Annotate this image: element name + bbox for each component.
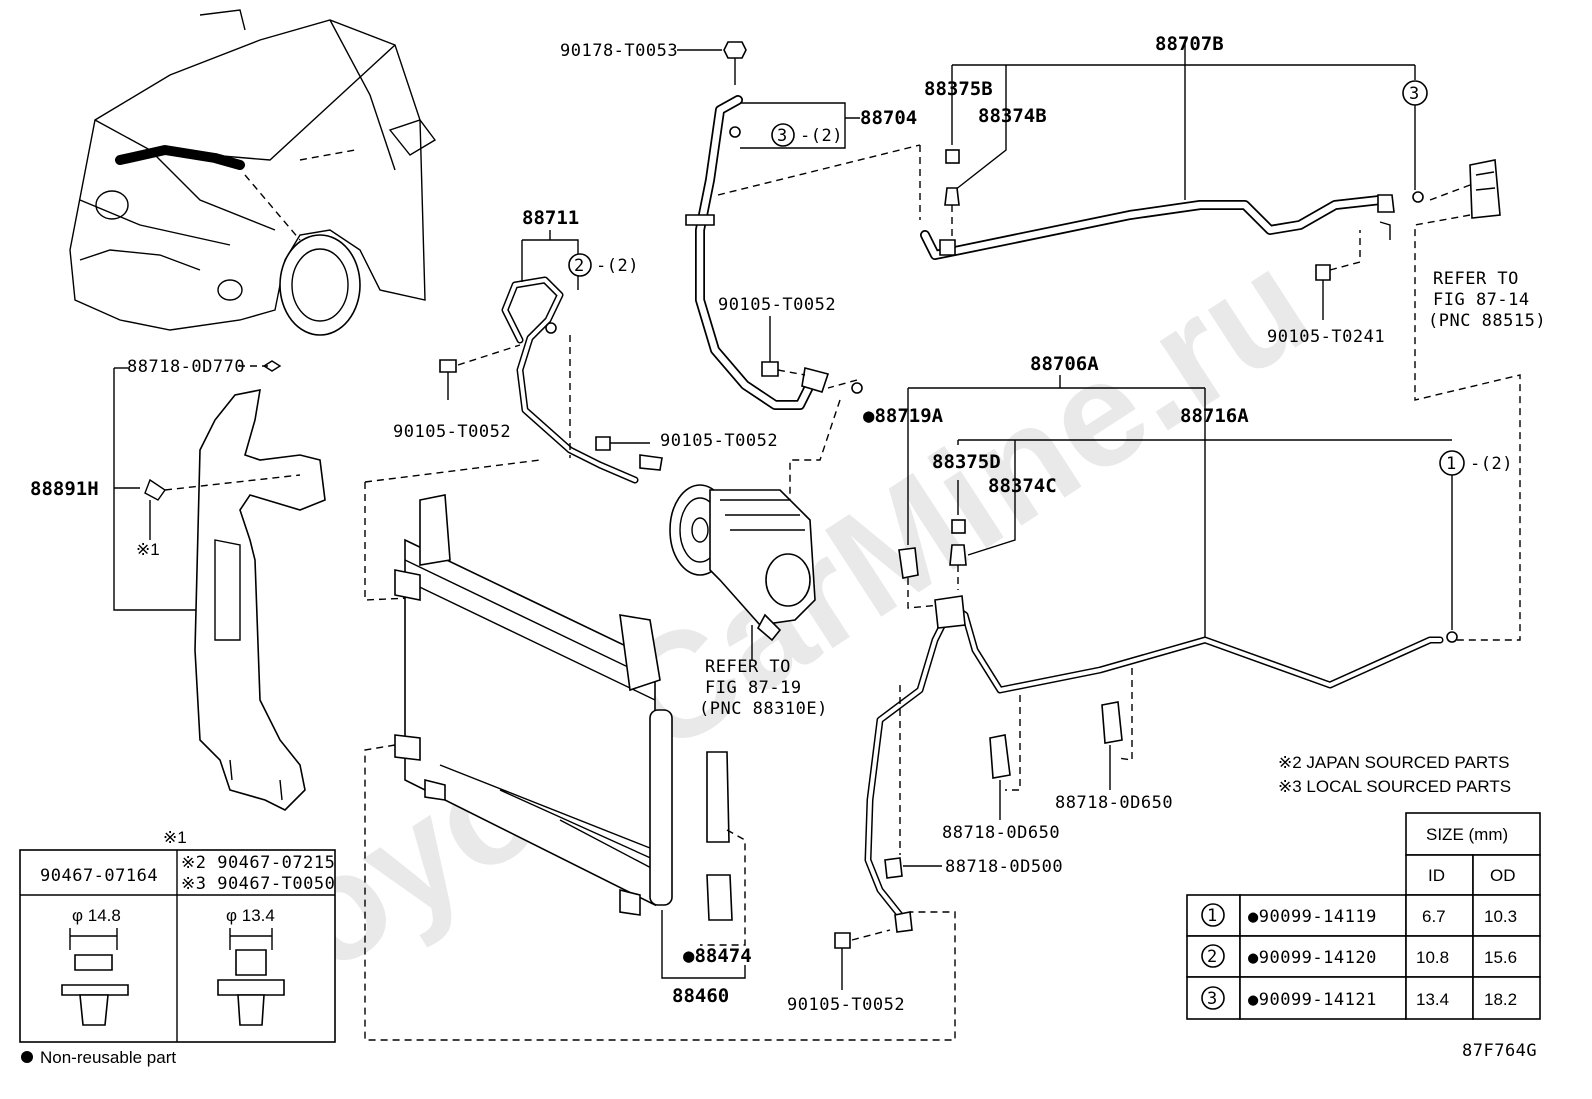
discharge-hose-88711 xyxy=(501,276,663,484)
liquid-pipe-88707b xyxy=(920,194,1395,260)
oring-table: SIZE (mm) ID OD 1 ●90099-14119 6.7 10.3 … xyxy=(1186,812,1541,1020)
label-88375d: 88375D xyxy=(932,451,1001,473)
figure-code: 87F764G xyxy=(1462,1041,1537,1061)
label-88719a: ●88719A xyxy=(863,405,944,427)
oring-row1-id: 6.7 xyxy=(1422,907,1446,926)
label-star1: ※1 xyxy=(136,540,160,559)
label-refer-8714-2: FIG 87-14 xyxy=(1433,290,1530,310)
bolt-icon xyxy=(439,359,457,400)
label-88474: ●88474 xyxy=(683,945,752,967)
service-valve-88719a-icon xyxy=(898,547,919,579)
compressor-icon xyxy=(669,484,816,642)
desiccant-88474-icon xyxy=(706,751,733,921)
label-88718-0d650-b: 88718-0D650 xyxy=(1055,793,1173,813)
clip-part-2b: ※3 90467-T0050 xyxy=(181,874,335,894)
oring-row2-od: 15.6 xyxy=(1484,948,1517,967)
clamp-88718-0d650-a-icon xyxy=(989,734,1011,779)
label-88718-0d770: 88718-0D770 xyxy=(127,357,245,377)
radiator-seal-88891h xyxy=(144,388,326,811)
clip-icon xyxy=(61,954,129,1026)
label-88718-0d650-a: 88718-0D650 xyxy=(942,823,1060,843)
nut-icon xyxy=(723,41,747,85)
label-88711-oring: 2 xyxy=(574,256,585,276)
oring-id-header: ID xyxy=(1428,866,1445,885)
oring-row3-od: 18.2 xyxy=(1484,990,1517,1009)
legend-nonreusable: Non-reusable part xyxy=(40,1048,176,1067)
clip-dim-2: φ 13.4 xyxy=(226,906,275,925)
label-refer-8714-1: REFER TO xyxy=(1433,269,1519,289)
label-refer-8719-3: (PNC 88310E) xyxy=(699,699,828,719)
suction-hose-88704 xyxy=(685,95,830,410)
note-local-sourced: ※3 LOCAL SOURCED PARTS xyxy=(1278,777,1511,796)
label-88704-qty: -(2) xyxy=(800,126,843,146)
label-88707-oring: 3 xyxy=(1409,84,1420,104)
oring-row1-od: 10.3 xyxy=(1484,907,1517,926)
label-88711-qty: -(2) xyxy=(596,256,639,276)
core-88374b-icon xyxy=(944,187,960,206)
label-88718-0d500: 88718-0D500 xyxy=(945,857,1063,877)
label-refer-8719-1: REFER TO xyxy=(705,657,791,677)
label-88706a: 88706A xyxy=(1030,353,1099,375)
clip-dim-1: φ 14.8 xyxy=(72,906,121,925)
label-88711: 88711 xyxy=(522,207,579,229)
clip-table-mark: ※1 xyxy=(163,828,187,847)
label-88460: 88460 xyxy=(672,985,729,1007)
cap-88375d-icon xyxy=(951,519,966,534)
label-88716a: 88716A xyxy=(1180,405,1249,427)
note-japan-sourced: ※2 JAPAN SOURCED PARTS xyxy=(1278,753,1510,772)
oring-row3-id: 13.4 xyxy=(1416,990,1449,1009)
expansion-valve-icon xyxy=(1469,159,1501,219)
label-88375b: 88375B xyxy=(924,78,993,100)
oring-row2-id: 10.8 xyxy=(1416,948,1449,967)
clip-icon xyxy=(217,949,285,1026)
label-90105-t0052-d: 90105-T0052 xyxy=(787,995,905,1015)
label-88707b: 88707B xyxy=(1155,33,1224,55)
oring-row3-part: ●90099-14121 xyxy=(1248,990,1377,1010)
label-90105-t0052-a: 90105-T0052 xyxy=(393,422,511,442)
cap-88375b-icon xyxy=(945,149,960,164)
label-88374b: 88374B xyxy=(978,105,1047,127)
receiver-tank-icon xyxy=(649,709,673,906)
oring-size-header: SIZE (mm) xyxy=(1426,825,1508,844)
oring-row3-key: 3 xyxy=(1207,989,1218,1009)
bolt-icon xyxy=(761,361,779,377)
label-88704: 88704 xyxy=(860,107,917,129)
liquid-pipe-88716a xyxy=(864,595,1444,933)
oring-row2-part: ●90099-14120 xyxy=(1248,948,1377,968)
bolt-icon xyxy=(595,436,650,451)
oring-row1-key: 1 xyxy=(1207,906,1218,926)
bolt-icon xyxy=(834,932,851,990)
oring-od-header: OD xyxy=(1490,866,1516,885)
vehicle-illustration xyxy=(69,9,437,336)
condenser-icon xyxy=(394,494,661,916)
label-refer-8714-3: (PNC 88515) xyxy=(1428,311,1546,331)
core-88374c-icon xyxy=(949,544,967,566)
label-90178-t0053: 90178-T0053 xyxy=(560,41,678,61)
bullet-icon xyxy=(21,1051,33,1063)
clip-table: ※1 90467-07164 ※2 90467-07215 ※3 90467-T… xyxy=(19,828,336,1043)
label-88704-oring: 3 xyxy=(777,126,788,146)
oring-row1-part: ●90099-14119 xyxy=(1248,907,1377,927)
oring-row2-key: 2 xyxy=(1207,947,1218,967)
label-90105-t0052-b: 90105-T0052 xyxy=(660,431,778,451)
clip-part-1: 90467-07164 xyxy=(40,866,158,886)
label-88374c: 88374C xyxy=(988,475,1057,497)
label-88716-qty: -(2) xyxy=(1470,454,1513,474)
label-90105-t0052-c: 90105-T0052 xyxy=(718,295,836,315)
label-88891h: 88891H xyxy=(30,478,99,500)
label-refer-8719-2: FIG 87-19 xyxy=(705,678,802,698)
clamp-88718-0d650-b-icon xyxy=(1101,701,1123,744)
label-90105-t0241: 90105-T0241 xyxy=(1267,327,1385,347)
clip-part-2a: ※2 90467-07215 xyxy=(181,853,335,873)
bolt-icon xyxy=(1315,264,1331,320)
label-88716-oring: 1 xyxy=(1446,454,1457,474)
